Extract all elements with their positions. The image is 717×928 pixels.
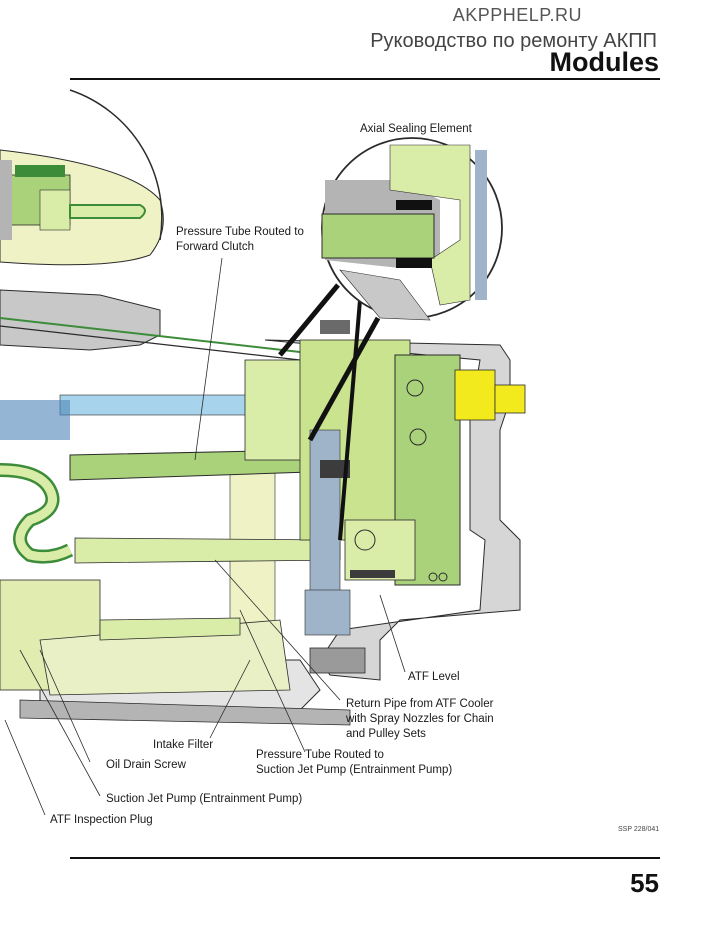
label-pressure-tube-forward-line1: Pressure Tube Routed to — [176, 226, 304, 238]
label-atf-level: ATF Level — [408, 671, 460, 683]
page-number: 55 — [630, 868, 659, 898]
label-pressure-tube-forward-line2: Forward Clutch — [176, 241, 254, 253]
detail-circle-left — [0, 89, 164, 266]
label-intake-filter: Intake Filter — [153, 739, 214, 751]
label-axial-sealing-element: Axial Sealing Element — [360, 123, 472, 135]
label-oil-drain-screw: Oil Drain Screw — [106, 759, 186, 771]
pressure-tubes — [0, 317, 341, 641]
header-rule — [70, 78, 660, 80]
leader-lines — [4, 257, 406, 816]
label-pressure-tube-suction-line1: Pressure Tube Routed to — [256, 749, 384, 761]
label-return-pipe-line3: and Pulley Sets — [346, 728, 426, 740]
figure-id: SSP 228/041 — [618, 826, 660, 833]
manual-subtitle: Руководство по ремонту АКПП — [370, 30, 657, 52]
magnifier-pointer — [278, 283, 381, 541]
pale-case-areas — [0, 469, 291, 696]
site-name: AKPPHELP.RU — [452, 5, 582, 25]
label-pressure-tube-suction-line2: Suction Jet Pump (Entrainment Pump) — [256, 764, 453, 776]
label-return-pipe-line2: with Spray Nozzles for Chain — [346, 713, 494, 725]
label-return-pipe-line1: Return Pipe from ATF Cooler — [346, 698, 494, 710]
label-atf-inspection-plug: ATF Inspection Plug — [50, 814, 153, 826]
section-title: Modules — [549, 47, 659, 77]
footer-rule — [70, 857, 660, 859]
label-suction-jet-pump: Suction Jet Pump (Entrainment Pump) — [106, 793, 303, 805]
detail-circle-axial-seal — [321, 137, 503, 321]
